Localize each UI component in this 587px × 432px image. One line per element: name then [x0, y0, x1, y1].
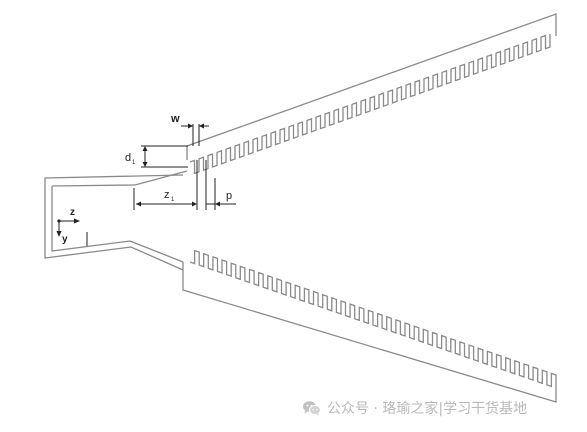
upper-outer-edge — [186, 13, 557, 160]
flare-lower-wall — [129, 240, 184, 263]
lower-corrugated-wall — [182, 249, 557, 403]
dimension-w: w — [170, 113, 209, 146]
watermark: 公众号 · 珞瑜之家|学习干货基地 — [302, 398, 527, 418]
label-z1: z — [164, 189, 170, 201]
label-d1-subscript: 1 — [132, 160, 136, 166]
dimension-z1-p: z 1 p — [133, 160, 236, 210]
label-p: p — [226, 190, 232, 202]
watermark-text: 公众号 · 珞瑜之家|学习干货基地 — [327, 401, 528, 417]
horn-inner-outline — [44, 174, 184, 271]
axis-label-y: y — [62, 234, 68, 245]
coordinate-axes: z y — [56, 207, 88, 246]
dimension-d1: d 1 — [125, 145, 188, 168]
comb-upper-teeth — [189, 34, 551, 175]
flare-upper-wall — [134, 170, 188, 186]
lower-outer-edge — [182, 262, 557, 403]
wechat-icon — [303, 401, 321, 416]
feed-inner-wall — [51, 184, 136, 252]
label-d1: d — [125, 152, 131, 164]
comb-lower-teeth — [189, 249, 557, 388]
label-z1-subscript: 1 — [171, 197, 175, 203]
upper-corrugated-wall — [186, 13, 557, 175]
label-w: w — [170, 113, 180, 125]
axis-label-z: z — [70, 207, 75, 218]
